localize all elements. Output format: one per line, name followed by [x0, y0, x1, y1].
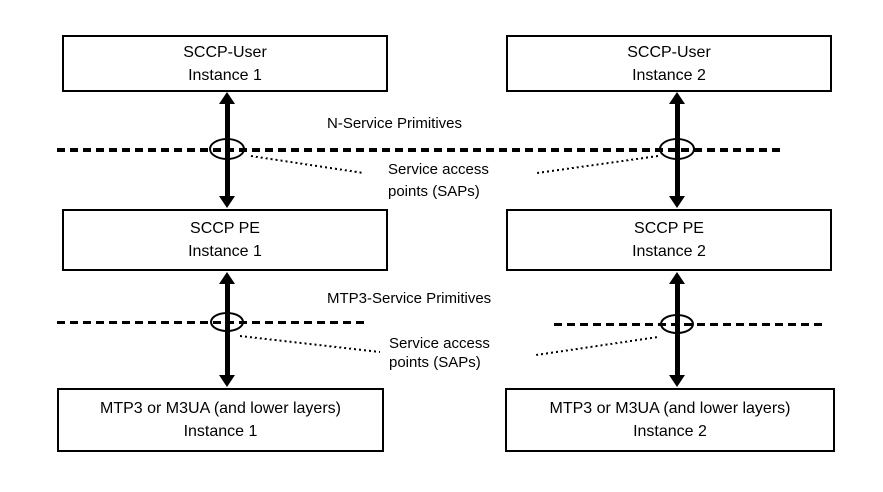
box-sccp-pe-instance-1-subtitle: Instance 1 — [188, 243, 262, 260]
sap-ellipse-n-service-instance-2 — [659, 138, 695, 160]
label-service-access-points-top: Service access points (SAPs) — [388, 159, 489, 203]
box-sccp-pe-instance-1-title: SCCP PE — [190, 220, 260, 237]
label-n-service-primitives: N-Service Primitives — [327, 115, 463, 132]
label-service-access-points-bottom-line2: points (SAPs) — [389, 354, 481, 371]
sap-ellipse-mtp3-service-instance-2 — [660, 314, 694, 334]
arrowhead-up-icon — [219, 272, 235, 284]
box-sccp-pe-instance-2: SCCP PE Instance 2 — [506, 209, 832, 271]
box-mtp3-instance-2: MTP3 or M3UA (and lower layers) Instance… — [505, 388, 835, 452]
label-service-access-points-bottom: Service access points (SAPs) — [389, 334, 490, 372]
label-service-access-points-top-line1: Service access — [388, 161, 489, 178]
leader-line-top-left — [250, 155, 364, 175]
arrowhead-up-icon — [669, 92, 685, 104]
label-service-access-points-top-line2: points (SAPs) — [388, 183, 480, 200]
label-mtp3-service-primitives: MTP3-Service Primitives — [327, 290, 492, 307]
box-mtp3-instance-2-subtitle: Instance 2 — [633, 423, 707, 440]
label-service-access-points-bottom-line1: Service access — [389, 335, 490, 352]
box-sccp-pe-instance-2-subtitle: Instance 2 — [632, 243, 706, 260]
leader-line-top-right — [537, 155, 659, 174]
box-sccp-user-instance-2-subtitle: Instance 2 — [632, 66, 706, 84]
sap-ellipse-mtp3-service-instance-1 — [210, 312, 244, 332]
sap-ellipse-n-service-instance-1 — [209, 138, 245, 160]
box-sccp-user-instance-1: SCCP-User Instance 1 — [62, 35, 388, 92]
arrowhead-down-icon — [219, 196, 235, 208]
box-mtp3-instance-2-title: MTP3 or M3UA (and lower layers) — [549, 400, 791, 417]
leader-line-bottom-right — [536, 336, 658, 356]
arrowhead-up-icon — [219, 92, 235, 104]
arrowhead-down-icon — [219, 375, 235, 387]
box-sccp-user-instance-1-subtitle: Instance 1 — [188, 66, 262, 84]
box-sccp-pe-instance-1: SCCP PE Instance 1 — [62, 209, 388, 271]
box-sccp-user-instance-1-title: SCCP-User — [183, 43, 267, 61]
arrowhead-down-icon — [669, 375, 685, 387]
leader-line-bottom-left — [239, 335, 381, 353]
box-sccp-pe-instance-2-title: SCCP PE — [634, 220, 704, 237]
dashed-line-n-sap-boundary — [57, 148, 783, 152]
box-mtp3-instance-1-title: MTP3 or M3UA (and lower layers) — [100, 400, 341, 417]
box-sccp-user-instance-2: SCCP-User Instance 2 — [506, 35, 832, 92]
arrowhead-up-icon — [669, 272, 685, 284]
arrowhead-down-icon — [669, 196, 685, 208]
box-sccp-user-instance-2-title: SCCP-User — [627, 43, 711, 61]
box-mtp3-instance-1: MTP3 or M3UA (and lower layers) Instance… — [57, 388, 384, 452]
box-mtp3-instance-1-subtitle: Instance 1 — [183, 423, 258, 440]
